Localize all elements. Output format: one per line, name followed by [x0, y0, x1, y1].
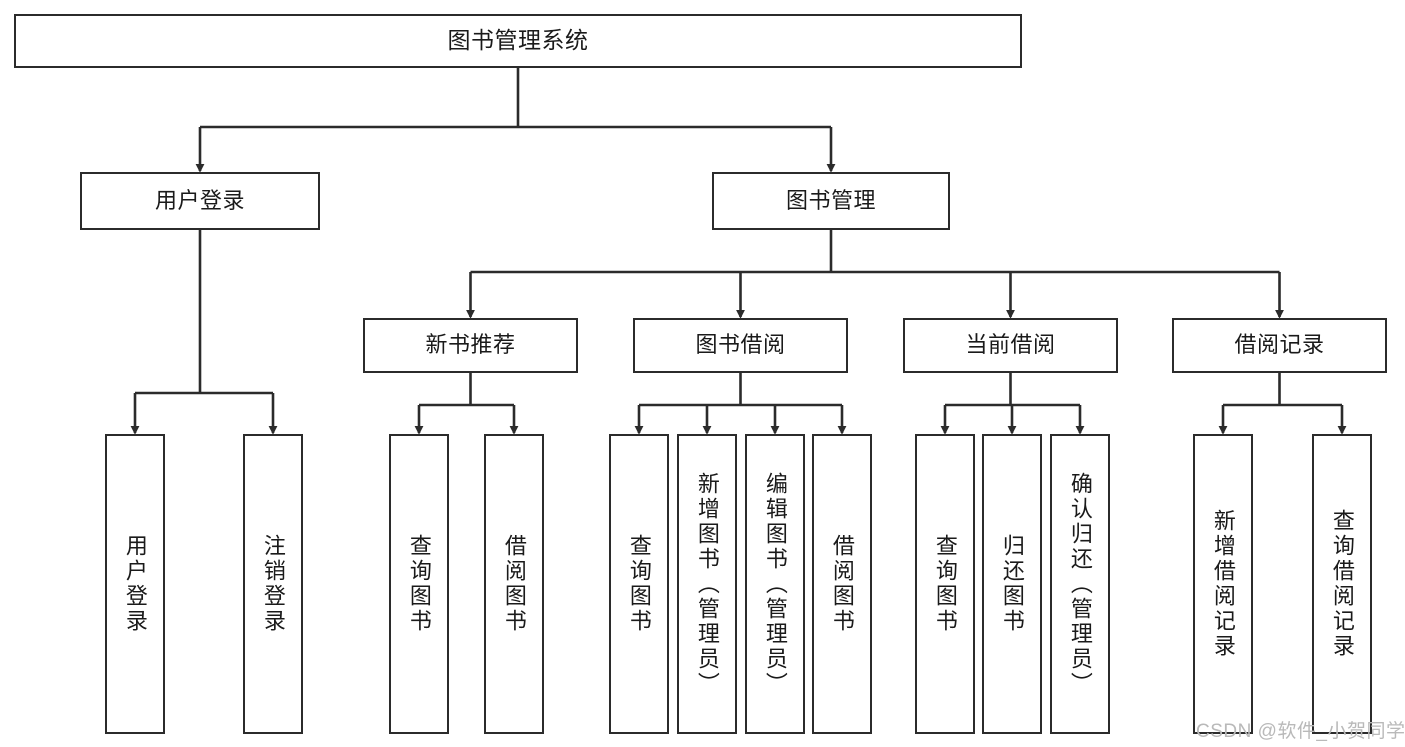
node-label: 用户登录	[122, 534, 148, 634]
node-leaf-cur-query[interactable]: 查询图书	[915, 434, 975, 734]
node-new-book-rec[interactable]: 新书推荐	[363, 318, 578, 373]
node-leaf-cur-return[interactable]: 归还图书	[982, 434, 1042, 734]
node-label: 借阅记录	[1234, 332, 1325, 358]
node-label: 借阅图书	[829, 534, 855, 634]
node-label: 用户登录	[154, 187, 245, 213]
node-label: 借阅图书	[501, 534, 527, 634]
node-label: 查询图书	[406, 534, 432, 634]
node-label: 新增图书（管理员）	[694, 471, 720, 697]
csdn-watermark: CSDN @软件_小贺同学	[1196, 721, 1405, 742]
node-user-login[interactable]: 用户登录	[80, 172, 320, 230]
node-leaf-borrow-lend[interactable]: 借阅图书	[812, 434, 872, 734]
node-label: 当前借阅	[965, 332, 1056, 358]
node-label: 图书管理系统	[447, 27, 589, 54]
node-leaf-borrow-edit[interactable]: 编辑图书（管理员）	[745, 434, 805, 734]
node-book-borrow[interactable]: 图书借阅	[633, 318, 848, 373]
node-leaf-borrow-query[interactable]: 查询图书	[609, 434, 669, 734]
node-current-borrow[interactable]: 当前借阅	[903, 318, 1118, 373]
node-label: 新增借阅记录	[1210, 509, 1236, 659]
node-label: 查询图书	[626, 534, 652, 634]
node-label: 图书借阅	[695, 332, 786, 358]
node-leaf-rec-add[interactable]: 新增借阅记录	[1193, 434, 1253, 734]
node-book-manage[interactable]: 图书管理	[712, 172, 950, 230]
node-leaf-user-logout[interactable]: 注销登录	[243, 434, 303, 734]
node-label: 查询图书	[932, 534, 958, 634]
node-leaf-cur-confirm[interactable]: 确认归还（管理员）	[1050, 434, 1110, 734]
node-label: 编辑图书（管理员）	[762, 471, 788, 697]
node-leaf-rec-query[interactable]: 查询图书	[389, 434, 449, 734]
node-label: 新书推荐	[425, 332, 516, 358]
node-label: 注销登录	[260, 534, 286, 634]
node-label: 确认归还（管理员）	[1067, 471, 1093, 697]
node-label: 查询借阅记录	[1329, 509, 1355, 659]
node-root[interactable]: 图书管理系统	[14, 14, 1022, 68]
node-leaf-user-login[interactable]: 用户登录	[105, 434, 165, 734]
node-label: 归还图书	[999, 534, 1025, 634]
node-label: 图书管理	[785, 187, 876, 213]
node-leaf-borrow-add[interactable]: 新增图书（管理员）	[677, 434, 737, 734]
node-leaf-rec-query2[interactable]: 查询借阅记录	[1312, 434, 1372, 734]
node-borrow-record[interactable]: 借阅记录	[1172, 318, 1387, 373]
node-leaf-rec-borrow[interactable]: 借阅图书	[484, 434, 544, 734]
